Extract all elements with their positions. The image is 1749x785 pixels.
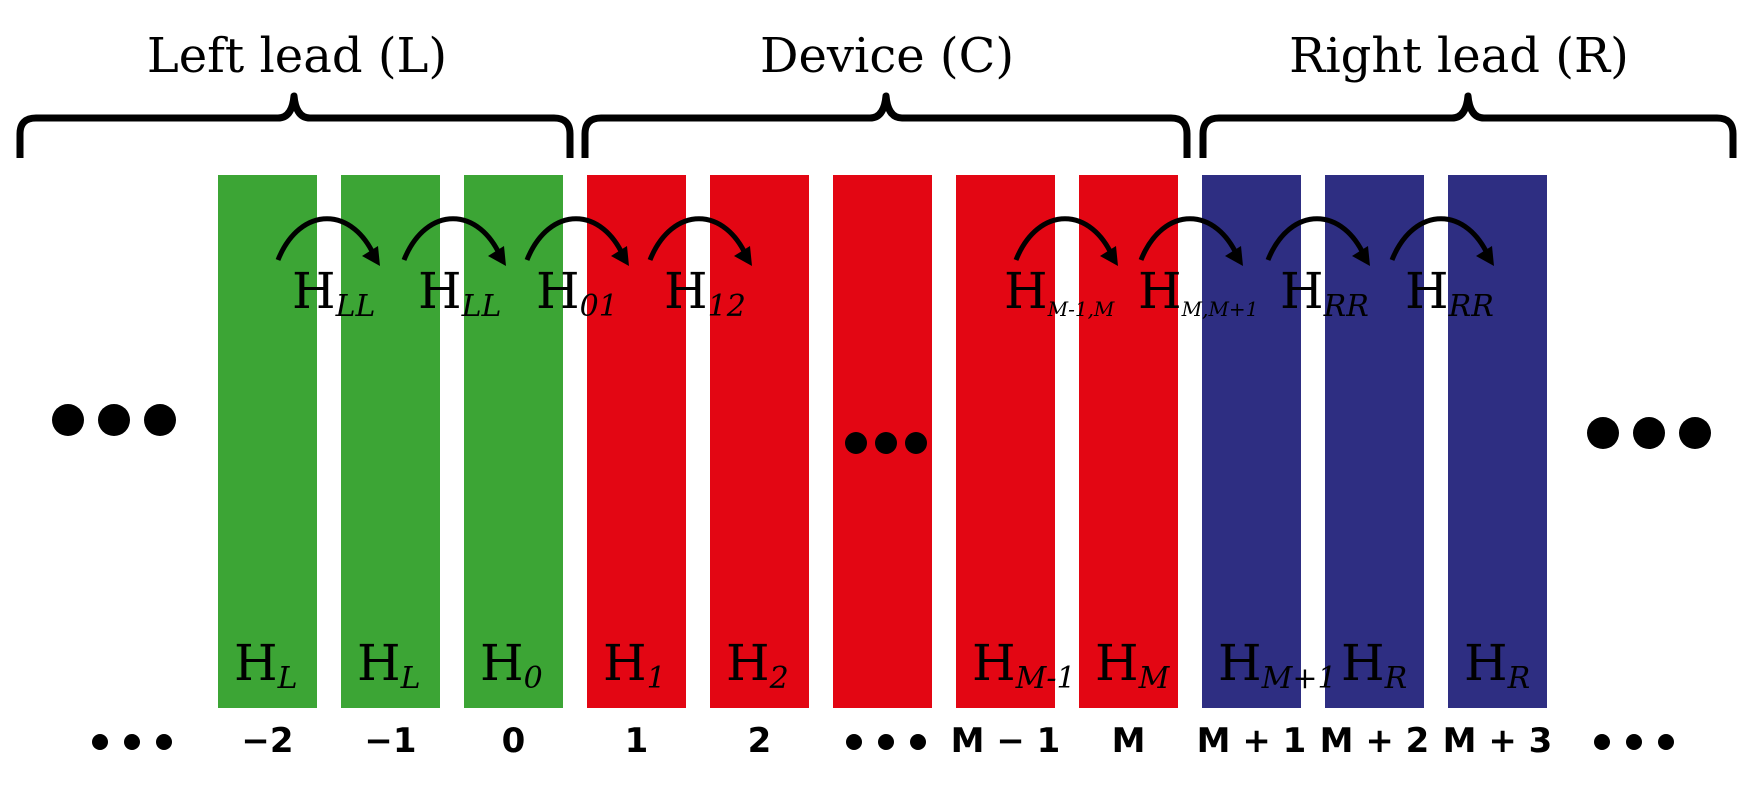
coupling-label-3: H12 bbox=[664, 262, 746, 324]
right-lead-title: Right lead (R) bbox=[1289, 28, 1629, 84]
left-lead-title: Left lead (L) bbox=[147, 28, 447, 84]
onsite-h-label-4: H2 bbox=[726, 634, 789, 696]
layer-index-10: M + 3 bbox=[1443, 721, 1553, 761]
onsite-h-label-1: HL bbox=[357, 634, 421, 696]
coupling-label-0: HLL bbox=[292, 262, 375, 324]
onsite-h-label-7: HM bbox=[1095, 634, 1171, 696]
coupling-arrowhead-2 bbox=[611, 246, 629, 266]
layer-column-3 bbox=[587, 175, 686, 708]
coupling-arrow-7 bbox=[1389, 216, 1493, 261]
layer-column-4 bbox=[710, 175, 809, 708]
onsite-h-label-3: H1 bbox=[603, 634, 666, 696]
coupling-arrowhead-6 bbox=[1352, 246, 1370, 266]
layer-column-2 bbox=[464, 175, 563, 708]
coupling-label-7: HRR bbox=[1405, 262, 1494, 324]
coupling-arrow-5 bbox=[1138, 216, 1242, 261]
coupling-arrowhead-5 bbox=[1225, 246, 1243, 266]
onsite-h-label-6: HM-1 bbox=[972, 634, 1076, 696]
layer-index-labels: −2 −1 0 1 2 M − 1 M M + 1 M + 2 M + 3 bbox=[241, 721, 1552, 761]
onsite-h-label-9: HR bbox=[1341, 634, 1407, 696]
coupling-label-6: HRR bbox=[1280, 262, 1369, 324]
coupling-arrow-3 bbox=[647, 216, 751, 261]
coupling-arrowhead-1 bbox=[488, 246, 506, 266]
onsite-h-label-10: HR bbox=[1464, 634, 1530, 696]
bottom-left-index-dots bbox=[92, 734, 172, 750]
right-lead-brace bbox=[1199, 92, 1737, 158]
layer-column-10 bbox=[1448, 175, 1547, 708]
coupling-labels: HLL HLL H01 H12 HM-1,M HM,M+1 HRR HRR bbox=[292, 262, 1494, 324]
onsite-h-label-8: HM+1 bbox=[1218, 634, 1337, 696]
coupling-label-4: HM-1,M bbox=[1004, 262, 1115, 321]
layer-column-0 bbox=[218, 175, 317, 708]
coupling-arrowhead-0 bbox=[362, 246, 380, 266]
layer-index-8: M + 1 bbox=[1197, 721, 1307, 761]
layer-column-6 bbox=[956, 175, 1055, 708]
device-title: Device (C) bbox=[760, 28, 1014, 84]
layer-index-1: −1 bbox=[364, 721, 416, 761]
coupling-arrow-4 bbox=[1013, 216, 1117, 261]
layer-index-2: 0 bbox=[502, 721, 526, 761]
coupling-arrowhead-3 bbox=[734, 246, 752, 266]
coupling-label-5: HM,M+1 bbox=[1138, 262, 1258, 321]
onsite-h-label-0: HL bbox=[234, 634, 298, 696]
layer-column-8 bbox=[1202, 175, 1301, 708]
coupling-arrow-0 bbox=[275, 216, 379, 261]
coupling-arrow-1 bbox=[401, 216, 505, 261]
layer-index-0: −2 bbox=[241, 721, 293, 761]
right-continuation-dots bbox=[1587, 417, 1711, 449]
device-middle-dots bbox=[845, 432, 927, 454]
layer-index-7: M bbox=[1112, 721, 1146, 761]
left-lead-brace bbox=[16, 92, 574, 158]
onsite-h-label-2: H0 bbox=[480, 634, 543, 696]
coupling-arrow-2 bbox=[524, 216, 628, 261]
coupling-label-1: HLL bbox=[418, 262, 501, 324]
bottom-right-index-dots bbox=[1594, 734, 1674, 750]
layer-column-1 bbox=[341, 175, 440, 708]
layer-index-9: M + 2 bbox=[1320, 721, 1430, 761]
layer-column-9 bbox=[1325, 175, 1424, 708]
coupling-arrowhead-4 bbox=[1100, 246, 1118, 266]
coupling-arrowhead-7 bbox=[1476, 246, 1494, 266]
left-continuation-dots bbox=[52, 404, 176, 436]
coupling-arrow-6 bbox=[1265, 216, 1369, 261]
coupling-arrows bbox=[275, 216, 1494, 266]
layer-column-7 bbox=[1079, 175, 1178, 708]
coupling-label-2: H01 bbox=[536, 262, 618, 324]
bottom-middle-index-dots bbox=[846, 734, 926, 750]
device-brace bbox=[581, 92, 1191, 158]
layer-index-6: M − 1 bbox=[951, 721, 1061, 761]
layer-index-4: 2 bbox=[748, 721, 772, 761]
layer-index-3: 1 bbox=[625, 721, 649, 761]
